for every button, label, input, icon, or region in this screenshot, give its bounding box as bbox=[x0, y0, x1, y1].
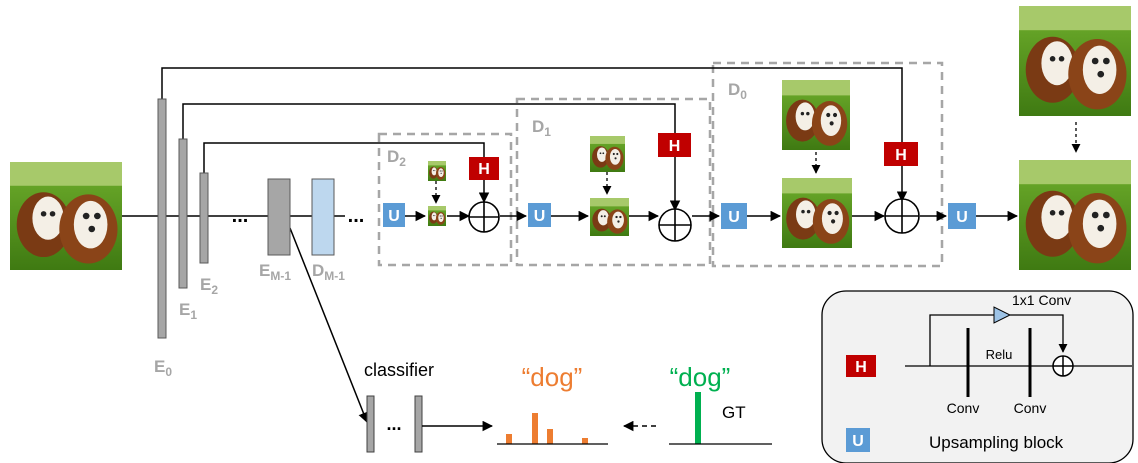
legend-u-key bbox=[846, 428, 870, 452]
legend-conv-b: Conv bbox=[1014, 400, 1047, 416]
encoder-e0 bbox=[157, 98, 167, 339]
u-block-d0: U bbox=[721, 203, 747, 229]
u-block-d2: U bbox=[383, 203, 405, 227]
label-e1: E1 bbox=[179, 300, 197, 322]
d0-upsampled-image bbox=[782, 178, 852, 248]
prediction-label: “dog” bbox=[522, 362, 583, 392]
target-image bbox=[1019, 6, 1131, 116]
label-d1: D1 bbox=[532, 117, 551, 139]
u-block-output: U bbox=[948, 203, 976, 229]
decoder-dm1 bbox=[311, 178, 335, 256]
sum-node-d0 bbox=[884, 198, 920, 234]
legend-conv-a: Conv bbox=[947, 400, 980, 416]
label-e2: E2 bbox=[200, 275, 218, 297]
d2-small-image bbox=[428, 161, 446, 181]
encoder-e1 bbox=[178, 138, 188, 289]
classifier-label: classifier bbox=[364, 360, 434, 380]
label-e0: E0 bbox=[154, 357, 172, 379]
prediction-histogram bbox=[506, 413, 588, 444]
d2-upsampled-image bbox=[428, 206, 446, 226]
gt-label: “dog” bbox=[670, 362, 731, 392]
h-block-d2: H bbox=[469, 157, 499, 180]
legend-relu: Relu bbox=[986, 347, 1013, 362]
encoder-e2 bbox=[199, 172, 209, 264]
legend-1x1conv: 1x1 Conv bbox=[1012, 292, 1071, 308]
svg-text:H: H bbox=[478, 161, 490, 178]
input-image bbox=[10, 162, 122, 270]
u-block-d1: U bbox=[528, 203, 551, 227]
gt-bar bbox=[695, 392, 701, 444]
output-image bbox=[1019, 160, 1131, 270]
legend-u-desc: Upsampling block bbox=[929, 433, 1064, 452]
svg-text:U: U bbox=[852, 433, 864, 450]
svg-text:U: U bbox=[956, 209, 968, 226]
d2-stage-box bbox=[377, 132, 513, 267]
d0-stage-box bbox=[711, 61, 944, 268]
ellipsis-decoder: ... bbox=[348, 205, 365, 227]
classifier-ellipsis: ... bbox=[386, 414, 401, 434]
skip-connections bbox=[161, 67, 903, 173]
sum-node-d2 bbox=[468, 201, 500, 233]
label-dm1: DM-1 bbox=[312, 261, 345, 283]
d0-small-image bbox=[782, 80, 850, 150]
gt-tag: GT bbox=[722, 403, 746, 422]
legend-h-key bbox=[846, 355, 876, 377]
encoder-em1 bbox=[267, 178, 291, 256]
ellipsis-encoder: ... bbox=[232, 205, 249, 227]
svg-text:H: H bbox=[895, 147, 907, 164]
h-block-d0: H bbox=[884, 142, 918, 166]
sum-node-d1 bbox=[658, 208, 692, 242]
svg-text:U: U bbox=[728, 209, 740, 226]
svg-text:H: H bbox=[669, 138, 681, 155]
svg-text:U: U bbox=[534, 208, 546, 225]
label-d0: D0 bbox=[728, 80, 747, 102]
classifier-layer-1 bbox=[366, 395, 375, 453]
classifier-layer-2 bbox=[414, 395, 423, 453]
svg-text:H: H bbox=[855, 359, 867, 376]
legend-box: H 1x1 Conv Relu Conv Conv U Upsampling b… bbox=[821, 290, 1134, 463]
label-d2: D2 bbox=[387, 147, 406, 169]
svg-text:U: U bbox=[388, 208, 400, 225]
classifier-arrow bbox=[289, 227, 369, 423]
d1-upsampled-image bbox=[590, 198, 629, 236]
d1-small-image bbox=[590, 136, 625, 172]
d1-stage-box bbox=[515, 97, 712, 267]
label-em1: EM-1 bbox=[259, 261, 291, 283]
h-block-d1: H bbox=[658, 133, 691, 157]
